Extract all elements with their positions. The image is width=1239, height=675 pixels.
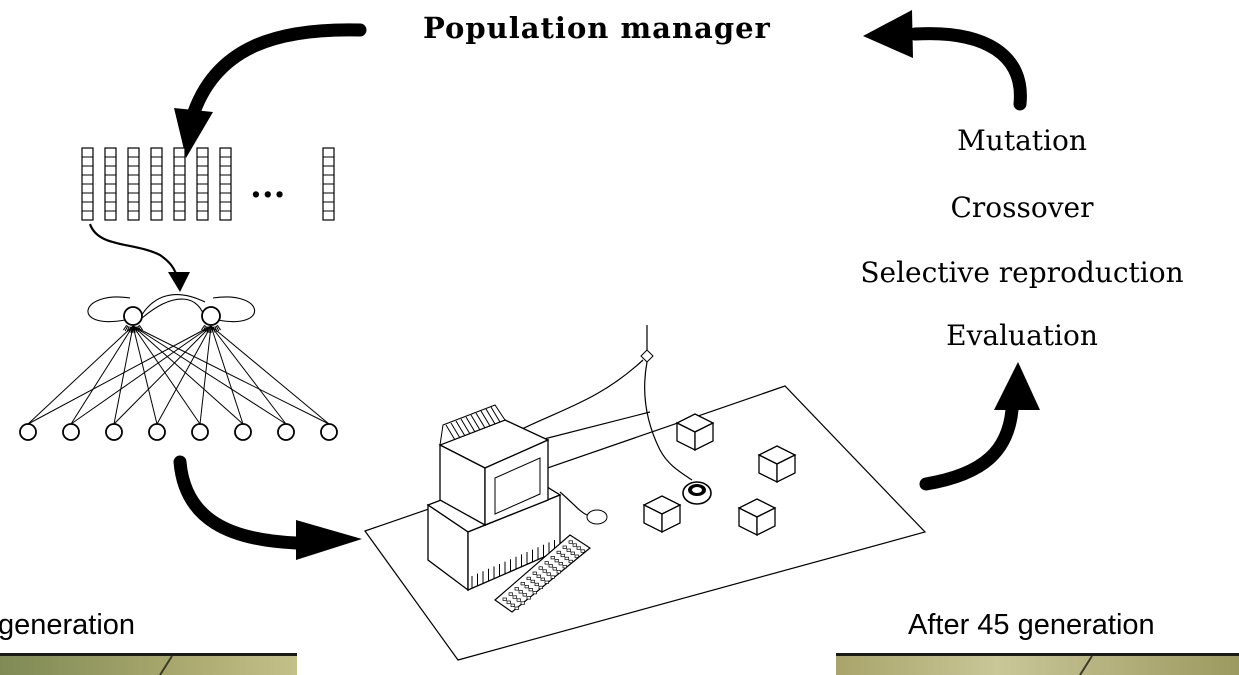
genome-ellipsis: ...	[250, 166, 286, 206]
operator-mutation: Mutation	[957, 124, 1087, 157]
operator-list: Mutation Crossover Selective reproductio…	[860, 124, 1183, 352]
arrow-to-genomes-icon	[174, 23, 367, 158]
genome-strip-icon	[322, 147, 335, 221]
output-neuron	[201, 306, 221, 326]
operator-crossover: Crossover	[950, 191, 1094, 224]
operator-evaluation: Evaluation	[946, 319, 1098, 352]
input-neuron	[105, 423, 123, 441]
arrow-to-environment-icon	[173, 455, 362, 560]
decode-arrowhead-icon	[168, 272, 190, 292]
input-neuron	[19, 423, 37, 441]
box-icon	[757, 445, 797, 484]
caption-right: After 45 generation	[908, 609, 1155, 641]
genome-strip-icon	[81, 147, 94, 221]
population-manager-title: Population manager	[423, 11, 771, 45]
box-icon	[675, 413, 715, 452]
input-neuron	[62, 423, 80, 441]
decode-arrow-icon	[88, 223, 180, 281]
input-neuron	[234, 423, 252, 441]
photo-right	[836, 653, 1239, 675]
photo-left	[0, 653, 297, 675]
operator-selective-reproduction: Selective reproduction	[860, 256, 1183, 289]
input-neuron	[320, 423, 338, 441]
computer-icon	[426, 404, 608, 613]
boxes	[642, 413, 797, 537]
box-icon	[737, 498, 777, 537]
genome-strip-icon	[196, 147, 209, 221]
genome-strips	[81, 147, 335, 221]
box-icon	[642, 495, 682, 534]
input-neuron	[148, 423, 166, 441]
tether-line	[539, 411, 651, 441]
output-neuron	[123, 306, 143, 326]
genome-strip-icon	[150, 147, 163, 221]
environment	[364, 325, 927, 661]
arena-table	[364, 385, 927, 661]
genome-strip-icon	[219, 147, 232, 221]
neural-network	[19, 294, 338, 441]
input-neuron	[191, 423, 209, 441]
input-neuron	[277, 423, 295, 441]
genome-strip-icon	[104, 147, 117, 221]
tether-cable	[644, 361, 693, 481]
caption-left: generation	[0, 609, 135, 641]
genome-strip-icon	[127, 147, 140, 221]
genome-strip-icon	[173, 147, 186, 221]
arrow-to-evaluation-icon	[919, 362, 1040, 491]
robot-icon	[682, 481, 712, 505]
arrow-to-title-icon	[863, 10, 1027, 111]
